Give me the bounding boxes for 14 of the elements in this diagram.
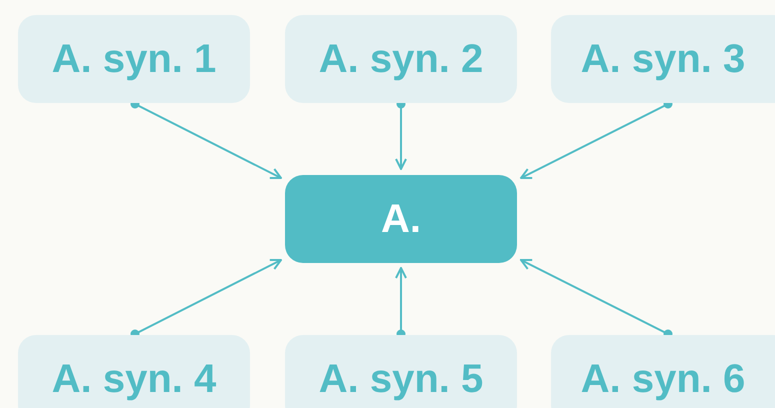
box-label: A. syn. 6 xyxy=(580,359,746,399)
synonym-box xyxy=(551,335,775,408)
main-box xyxy=(285,175,517,263)
box-label: A. syn. 3 xyxy=(580,39,746,79)
synonym-box xyxy=(551,15,775,103)
box-label: A. syn. 2 xyxy=(318,39,484,79)
synonym-box xyxy=(285,15,517,103)
box-label: A. syn. 4 xyxy=(52,359,216,399)
box-label: A. xyxy=(381,199,421,239)
synonym-box xyxy=(18,335,250,408)
box-label: A. syn. 5 xyxy=(318,359,484,399)
box-label: A. syn. 1 xyxy=(52,39,216,79)
synonym-box xyxy=(285,335,517,408)
synonym-box xyxy=(18,15,250,103)
